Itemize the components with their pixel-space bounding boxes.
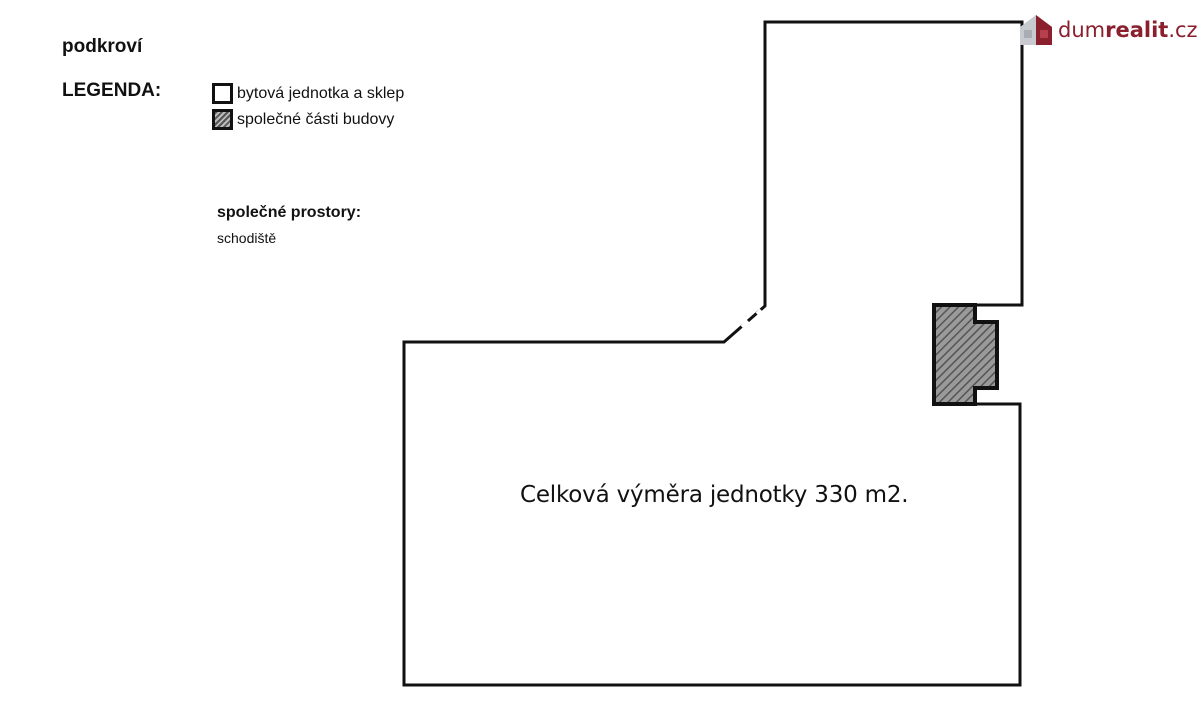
house-logo-icon	[1020, 15, 1052, 45]
brand-prefix: dum	[1058, 18, 1106, 42]
legend-swatch-unit	[212, 83, 233, 104]
brand-bold: realit	[1105, 18, 1169, 42]
brand-logo[interactable]: dumrealit.cz	[1018, 13, 1198, 47]
legend-label-common: společné části budovy	[237, 111, 395, 128]
common-spaces-item: schodiště	[217, 230, 277, 246]
total-area-label: Celková výměra jednotky 330 m2.	[520, 482, 909, 508]
unit-outline	[402, 20, 1024, 687]
legend-label-unit: bytová jednotka a sklep	[237, 85, 405, 102]
staircase-common-area	[932, 303, 999, 406]
diagonal-wall-break	[755, 308, 763, 316]
legend-swatch-common	[212, 109, 233, 130]
floor-title: podkroví	[62, 36, 143, 57]
diagonal-wall-break	[740, 319, 750, 329]
brand-suffix: .cz	[1168, 18, 1198, 42]
legend-heading: LEGENDA:	[62, 80, 162, 101]
common-spaces-heading: společné prostory:	[217, 204, 362, 221]
brand-name: dumrealit.cz	[1058, 18, 1198, 42]
